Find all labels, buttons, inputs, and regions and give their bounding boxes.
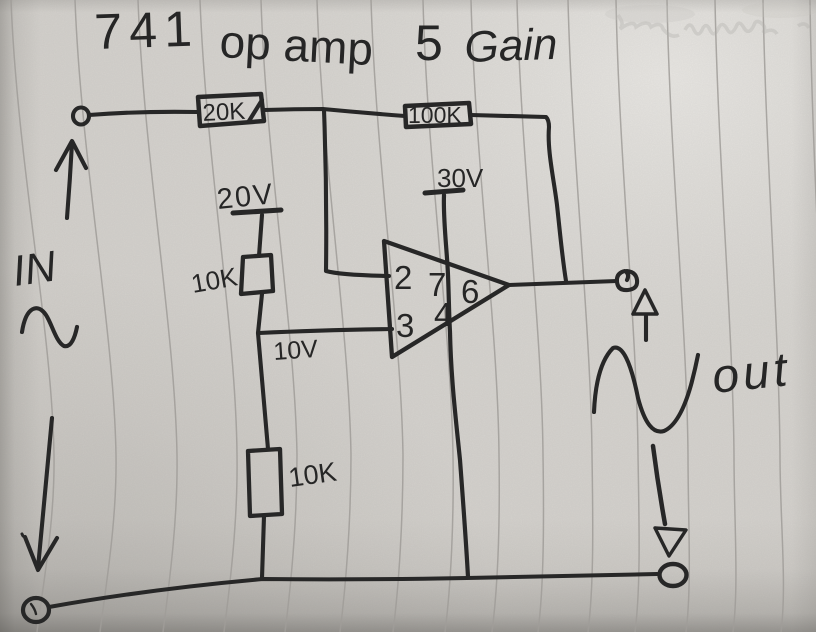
- svg-text:20V: 20V: [215, 178, 276, 216]
- svg-text:30V: 30V: [437, 163, 484, 193]
- svg-text:100K: 100K: [408, 102, 462, 128]
- svg-text:op amp: op amp: [218, 15, 374, 75]
- svg-text:6: 6: [461, 273, 479, 310]
- svg-text:10K: 10K: [287, 457, 339, 493]
- svg-text:Gain: Gain: [464, 20, 559, 72]
- svg-text:10V: 10V: [272, 335, 319, 366]
- svg-text:741: 741: [93, 0, 199, 60]
- svg-text:5: 5: [415, 15, 443, 71]
- svg-text:3: 3: [396, 307, 414, 344]
- svg-text:2: 2: [394, 259, 412, 296]
- svg-text:20K: 20K: [202, 98, 246, 127]
- svg-text:IN: IN: [10, 242, 60, 296]
- svg-text:4: 4: [434, 296, 452, 333]
- svg-text:out: out: [710, 343, 794, 404]
- svg-text:7: 7: [428, 266, 446, 303]
